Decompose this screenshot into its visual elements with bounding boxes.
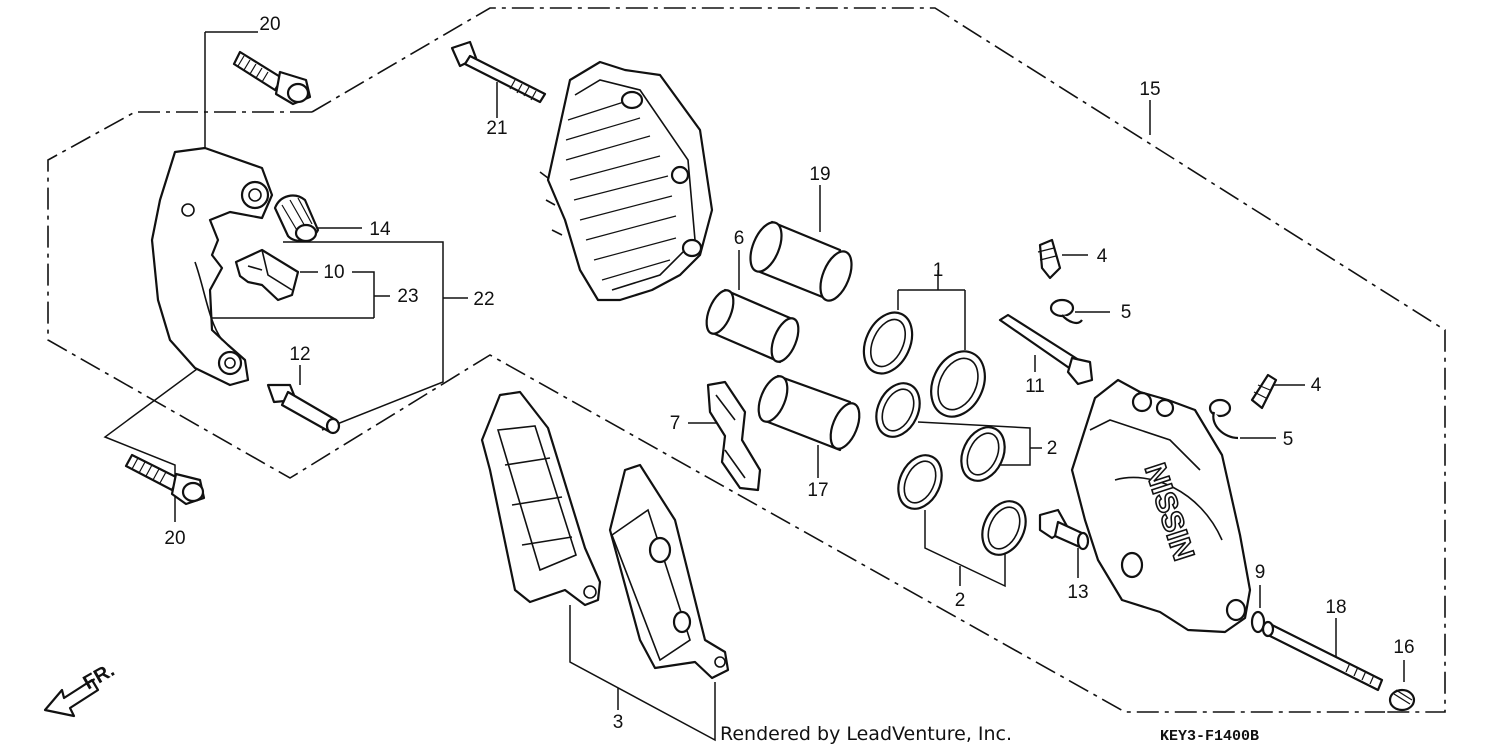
pad-spring-7 bbox=[706, 380, 762, 492]
callout-23: 23 bbox=[397, 286, 418, 307]
bolt-13 bbox=[1038, 508, 1090, 551]
diagram-code: KEY3-F1400B bbox=[1160, 728, 1259, 745]
bolt-20-upper bbox=[232, 50, 312, 106]
callout-18: 18 bbox=[1325, 597, 1346, 618]
piston-6 bbox=[705, 288, 800, 364]
callout-16: 16 bbox=[1393, 637, 1414, 658]
callout-numbers: 1 2 2 3 4 4 5 5 6 7 9 10 11 12 13 14 15 … bbox=[164, 14, 1414, 733]
front-direction-arrow-icon: FR. bbox=[43, 659, 118, 718]
callout-20a: 20 bbox=[259, 14, 280, 35]
cap-5-upper bbox=[1049, 298, 1083, 324]
callout-14: 14 bbox=[369, 219, 391, 240]
callout-11: 11 bbox=[1025, 376, 1045, 397]
dust-seals-2 bbox=[875, 382, 1027, 556]
bleeder-4-lower bbox=[1250, 373, 1278, 410]
callout-17: 17 bbox=[807, 480, 828, 501]
pin-11 bbox=[998, 313, 1094, 386]
cap-5-lower bbox=[1208, 398, 1239, 440]
callout-2b: 2 bbox=[955, 590, 966, 611]
callout-9: 9 bbox=[1255, 562, 1266, 583]
callout-2a: 2 bbox=[1047, 438, 1058, 459]
retainer-10 bbox=[234, 248, 300, 302]
pin-18 bbox=[1261, 620, 1384, 692]
bleeder-4-upper bbox=[1037, 238, 1062, 280]
plug-16 bbox=[1388, 688, 1416, 712]
bolt-21 bbox=[450, 40, 547, 104]
caliper-bracket bbox=[150, 146, 274, 387]
callout-5a: 5 bbox=[1121, 302, 1132, 323]
callout-15: 15 bbox=[1139, 79, 1160, 100]
piston-seals-1 bbox=[862, 311, 986, 418]
boot-14 bbox=[273, 194, 320, 243]
callout-5b: 5 bbox=[1283, 429, 1294, 450]
piston-17 bbox=[757, 374, 861, 452]
callout-6: 6 bbox=[734, 228, 745, 249]
caliper-inner-half bbox=[539, 60, 714, 302]
pin-12 bbox=[266, 383, 341, 435]
bolt-20-lower bbox=[124, 453, 206, 506]
brake-pad-rear bbox=[608, 463, 730, 680]
callout-13: 13 bbox=[1067, 582, 1088, 603]
callout-7: 7 bbox=[670, 413, 681, 434]
washer-9 bbox=[1250, 610, 1266, 634]
callout-4b: 4 bbox=[1311, 375, 1322, 396]
caliper-outer-half: NISSIN bbox=[1070, 378, 1252, 634]
callout-20b: 20 bbox=[164, 528, 185, 549]
piston-19 bbox=[749, 220, 853, 302]
callout-3: 3 bbox=[613, 712, 624, 733]
callout-21: 21 bbox=[486, 118, 507, 139]
callout-12: 12 bbox=[289, 344, 310, 365]
caliper-assembly-boundary bbox=[47, 7, 1446, 713]
callout-4a: 4 bbox=[1097, 246, 1108, 267]
callout-10: 10 bbox=[323, 262, 344, 283]
brake-pad-front bbox=[480, 390, 602, 607]
leader-lines bbox=[103, 31, 1405, 742]
render-credit: Rendered by LeadVenture, Inc. bbox=[720, 723, 1012, 745]
callout-19: 19 bbox=[809, 164, 830, 185]
callout-22: 22 bbox=[473, 289, 494, 310]
callout-1: 1 bbox=[933, 260, 944, 281]
